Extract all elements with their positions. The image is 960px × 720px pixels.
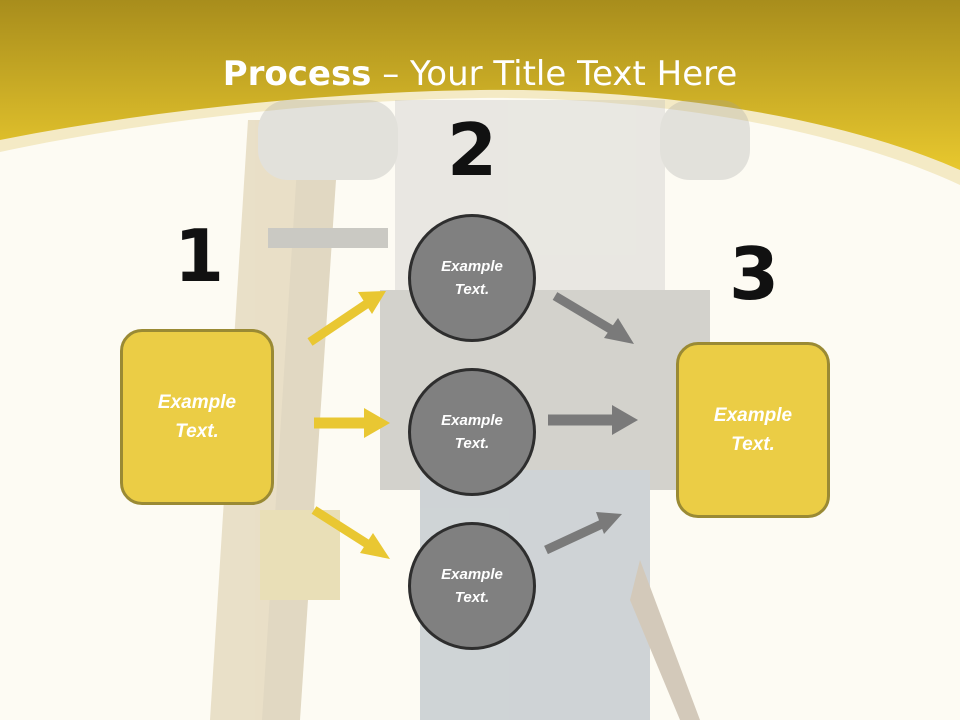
step-3-box[interactable]: Example Text. <box>676 342 830 518</box>
title-rest: – Your Title Text Here <box>371 54 738 94</box>
step-2-circle-middle[interactable]: Example Text. <box>408 368 536 496</box>
step-2-number: 2 <box>446 108 498 192</box>
step-2-circle-bottom[interactable]: Example Text. <box>408 522 536 650</box>
header-band <box>0 0 960 185</box>
step-3-number: 3 <box>728 232 780 316</box>
title-bold: Process <box>222 54 372 94</box>
step-1-number: 1 <box>173 214 225 298</box>
step-1-box[interactable]: Example Text. <box>120 329 274 505</box>
step-2-circle-top[interactable]: Example Text. <box>408 214 536 342</box>
page-title: Process – Your Title Text Here <box>0 52 960 96</box>
